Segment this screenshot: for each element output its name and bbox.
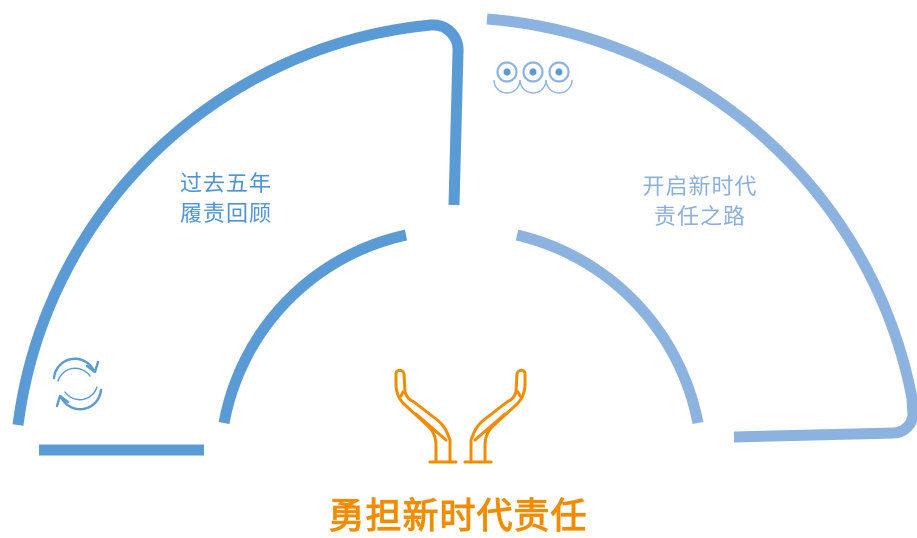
inner-right-arc: [515, 229, 704, 425]
three-dots-icon: [493, 61, 573, 94]
outer-right-arc: [486, 13, 917, 443]
right-section-line2: 责任之路: [653, 205, 746, 230]
center-title: 勇担新时代责任: [328, 496, 588, 537]
left-section-label: 过去五年 履责回顾: [156, 170, 296, 230]
left-section-line1: 过去五年: [179, 172, 272, 197]
outer-left-arc: [12, 19, 464, 426]
right-section-label: 开启新时代 责任之路: [620, 173, 780, 233]
right-section-line1: 开启新时代: [642, 175, 758, 200]
refresh-cycle-icon: [52, 357, 103, 411]
open-hands-icon: [394, 368, 527, 464]
left-section-line2: 履责回顾: [179, 202, 272, 227]
inner-left-arc: [218, 229, 408, 424]
